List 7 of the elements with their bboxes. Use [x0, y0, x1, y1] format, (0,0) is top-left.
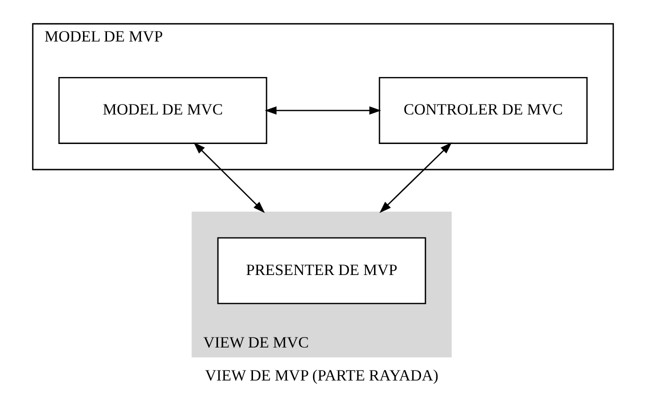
node-box: PRESENTER DE MVP: [216, 237, 426, 304]
node-box: MODEL DE MVC: [58, 76, 267, 144]
node-box: CONTROLER DE MVC: [378, 76, 588, 144]
arrow: [379, 142, 452, 213]
node-label: VIEW DE MVP (PARTE RAYADA): [204, 367, 438, 384]
arrow: [264, 106, 381, 115]
arrow: [193, 142, 264, 213]
